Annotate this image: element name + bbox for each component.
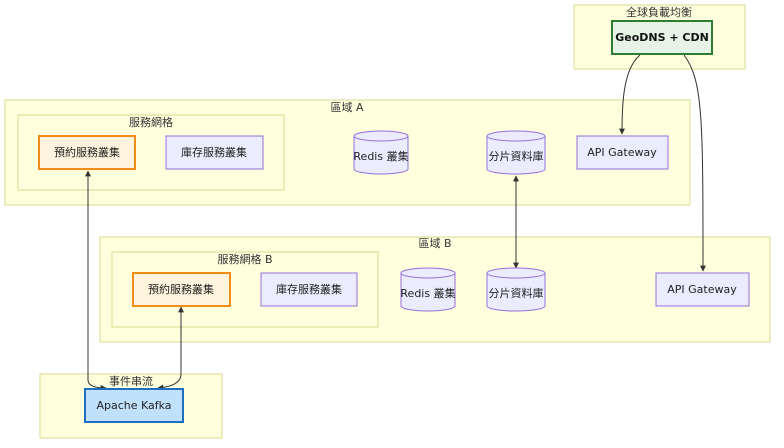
cluster-mesh-b-title: 服務網格 B bbox=[217, 252, 272, 266]
edge-geodns-gateway-b bbox=[683, 54, 706, 272]
node-redis-a-label: Redis 叢集 bbox=[353, 149, 408, 163]
edge-booking-b-kafka bbox=[157, 306, 184, 391]
edge-geodns-gateway-a bbox=[619, 54, 641, 135]
cluster-mesh-a-title: 服務網格 bbox=[129, 115, 173, 129]
cluster-global-lb: 全球負載均衡 bbox=[573, 4, 746, 70]
node-gateway-a[interactable]: API Gateway bbox=[576, 135, 669, 170]
node-db-b-label: 分片資料庫 bbox=[489, 286, 544, 300]
node-gateway-b-label: API Gateway bbox=[667, 283, 737, 296]
node-db-b[interactable]: 分片資料庫 bbox=[486, 267, 546, 312]
node-booking-a[interactable]: 預約服務叢集 bbox=[38, 135, 136, 170]
cluster-event-stream-title: 事件串流 bbox=[109, 374, 153, 388]
cluster-global-lb-title: 全球負載均衡 bbox=[626, 5, 692, 19]
node-kafka[interactable]: Apache Kafka bbox=[84, 388, 184, 423]
cluster-region-b-title: 區域 B bbox=[418, 237, 451, 250]
node-booking-b-label: 預約服務叢集 bbox=[148, 282, 214, 296]
node-geodns-label: GeoDNS + CDN bbox=[615, 31, 709, 44]
edge-booking-a-kafka bbox=[85, 170, 107, 391]
node-redis-a[interactable]: Redis 叢集 bbox=[353, 130, 409, 175]
node-inventory-a-label: 庫存服務叢集 bbox=[181, 145, 247, 159]
node-db-a-label: 分片資料庫 bbox=[489, 149, 544, 163]
node-inventory-b[interactable]: 庫存服務叢集 bbox=[260, 272, 358, 307]
node-inventory-b-label: 庫存服務叢集 bbox=[276, 282, 342, 296]
node-gateway-b[interactable]: API Gateway bbox=[655, 272, 750, 307]
node-kafka-label: Apache Kafka bbox=[96, 399, 171, 412]
node-geodns[interactable]: GeoDNS + CDN bbox=[611, 20, 713, 55]
node-redis-b-label: Redis 叢集 bbox=[400, 286, 455, 300]
cluster-region-a-title: 區域 A bbox=[330, 101, 363, 114]
node-booking-b[interactable]: 預約服務叢集 bbox=[132, 272, 231, 307]
node-db-a[interactable]: 分片資料庫 bbox=[486, 130, 546, 175]
node-inventory-a[interactable]: 庫存服務叢集 bbox=[165, 135, 264, 170]
node-redis-b[interactable]: Redis 叢集 bbox=[400, 267, 456, 312]
node-gateway-a-label: API Gateway bbox=[587, 146, 657, 159]
node-booking-a-label: 預約服務叢集 bbox=[54, 145, 120, 159]
